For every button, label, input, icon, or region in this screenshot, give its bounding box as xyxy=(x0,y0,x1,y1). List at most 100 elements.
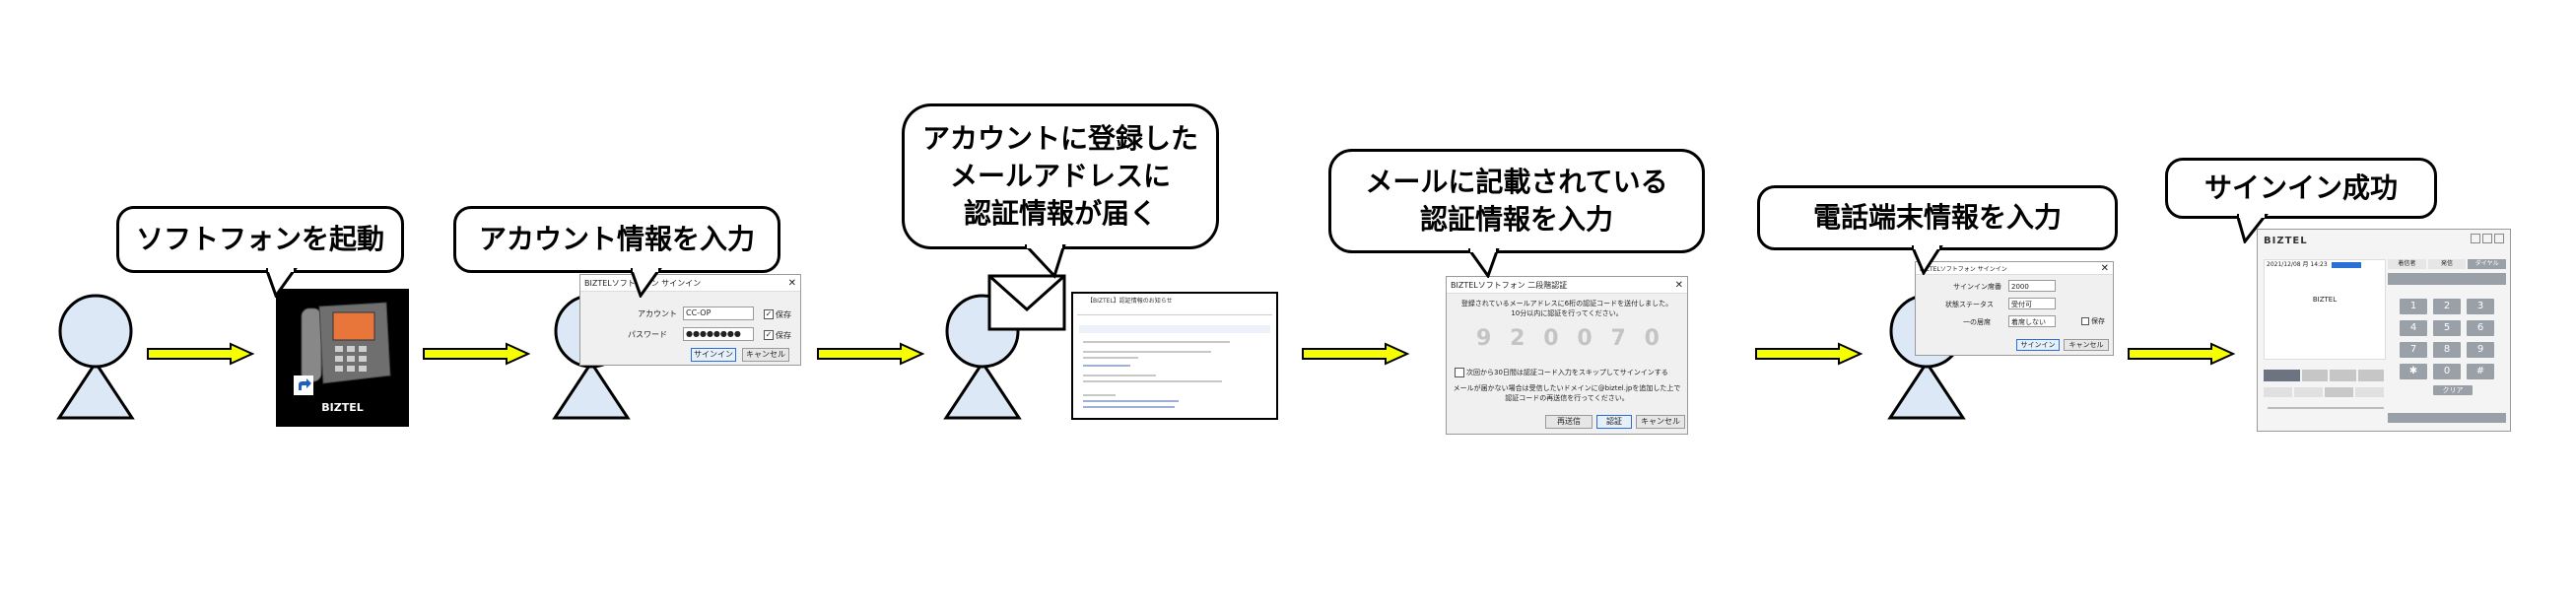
password-label: パスワード xyxy=(628,330,667,339)
bubble-text: ソフトフォンを起動 xyxy=(135,223,384,255)
history-panel: 2021/12/08 月 14:23 BIZTEL xyxy=(2264,259,2386,360)
clear-button[interactable]: クリア xyxy=(2433,385,2473,395)
resend-button[interactable]: 再送信 xyxy=(1545,415,1593,429)
action-row xyxy=(2264,370,2384,381)
skip-label: 次回から30日間は認証コード入力をスキップしてサインインする xyxy=(1466,369,1668,376)
dial-key-8[interactable]: 8 xyxy=(2433,342,2461,358)
person-icon xyxy=(56,294,135,420)
cancel-button[interactable]: キャンセル xyxy=(1636,415,1685,429)
speech-bubble-step-2: アカウント情報を入力 xyxy=(453,206,780,273)
bubble-text: 電話端末情報を入力 xyxy=(1812,201,2062,234)
bubble-text: アカウントに登録した メールアドレスに 認証情報が届く xyxy=(921,122,1198,230)
email-header-bar xyxy=(1077,307,1272,315)
bubble-tail xyxy=(266,268,298,298)
speech-bubble-step-5: 電話端末情報を入力 xyxy=(1757,185,2118,250)
flow-arrow-6 xyxy=(2128,342,2236,366)
cancel-button[interactable]: キャンセル xyxy=(742,348,789,362)
dial-key-hash[interactable]: # xyxy=(2467,364,2494,379)
bubble-tail xyxy=(1912,245,1943,275)
email-banner xyxy=(1079,325,1270,333)
cancel-button[interactable]: キャンセル xyxy=(2064,339,2109,351)
app-icon-label: BIZTEL xyxy=(321,401,364,414)
speech-bubble-step-4: メールに記載されている 認証情報を入力 xyxy=(1328,149,1705,253)
flow-arrow-3 xyxy=(817,342,925,366)
skip-checkbox[interactable] xyxy=(1455,368,1464,377)
tab-outgoing[interactable]: 発信 xyxy=(2427,259,2467,269)
center-label: BIZTEL xyxy=(2312,296,2338,304)
email-subject: 【BIZTEL】認証情報のお知らせ xyxy=(1087,298,1173,305)
flow-arrow-2 xyxy=(423,342,531,366)
flow-arrow-5 xyxy=(1755,342,1864,366)
device-dialog-title: BIZTELソフトフォン サインイン xyxy=(1920,265,2007,273)
auth-note: メールが届かない場合は受信したいドメインに@biztel.jpを追加した上で 認… xyxy=(1453,384,1681,402)
code-digit: 9 xyxy=(1476,326,1492,351)
desk-phone-icon xyxy=(301,302,391,384)
envelope-icon xyxy=(987,274,1066,331)
save-checkbox[interactable] xyxy=(2081,317,2089,325)
dial-key-9[interactable]: 9 xyxy=(2467,342,2494,358)
tab-bar: 着信者 発信 ダイヤル xyxy=(2388,259,2507,269)
close-icon[interactable]: ✕ xyxy=(1674,279,1683,291)
seat-label: サインイン席番 xyxy=(1953,283,2001,291)
sub-row xyxy=(2264,387,2384,397)
code-digit: 0 xyxy=(1644,326,1660,351)
save-account-checkbox[interactable]: ✓ xyxy=(764,309,774,319)
volume-slider[interactable] xyxy=(2268,407,2384,409)
softphone-logo: BIZTEL xyxy=(2264,236,2308,246)
absent-label: 一の居席 xyxy=(1963,318,1991,326)
bubble-text: サインイン成功 xyxy=(2203,171,2398,204)
signin-dialog: BIZTELソフトフォン サインイン✕ アカウント CC-OP ✓ 保存 パスワ… xyxy=(579,274,801,366)
auth-code-display: 9 2 0 0 7 0 xyxy=(1476,326,1660,351)
account-label: アカウント xyxy=(638,309,677,318)
speech-bubble-step-6: サインイン成功 xyxy=(2165,158,2437,219)
bubble-text: アカウント情報を入力 xyxy=(478,223,755,255)
account-field[interactable]: CC-OP xyxy=(683,307,754,320)
bubble-tail xyxy=(1468,248,1500,278)
dial-key-6[interactable]: 6 xyxy=(2467,320,2494,336)
auth-message: 登録されているメールアドレスに6桁の認証コードを送付しました。 10分以内に認証… xyxy=(1460,300,1673,317)
speech-bubble-step-1: ソフトフォンを起動 xyxy=(116,206,404,273)
seat-select[interactable]: 2000 xyxy=(2008,280,2056,292)
two-factor-dialog: BIZTELソフトフォン 二段階認証 ✕ 登録されているメールアドレスに6桁の認証… xyxy=(1446,276,1688,435)
bubble-tail xyxy=(1025,244,1066,279)
absent-select[interactable]: 着席しない xyxy=(2008,315,2056,327)
close-icon[interactable]: ✕ xyxy=(2100,262,2109,274)
email-body-lines xyxy=(1083,341,1266,408)
status-label: 状態ステータス xyxy=(1945,301,1994,308)
dial-key-4[interactable]: 4 xyxy=(2400,320,2427,336)
speech-bubble-step-3: アカウントに登録した メールアドレスに 認証情報が届く xyxy=(902,103,1219,249)
softphone-window: BIZTEL 2021/12/08 月 14:23 BIZTEL 着信者 発信 … xyxy=(2257,229,2511,432)
dial-key-0[interactable]: 0 xyxy=(2433,364,2461,379)
signin-button[interactable]: サインイン xyxy=(691,348,736,362)
shortcut-arrow-icon xyxy=(294,375,313,395)
dial-key-7[interactable]: 7 xyxy=(2400,342,2427,358)
verify-button[interactable]: 認証 xyxy=(1596,415,1632,429)
bubble-text: メールに記載されている 認証情報を入力 xyxy=(1365,166,1668,236)
save-password-checkbox[interactable]: ✓ xyxy=(764,330,774,340)
bubble-tail xyxy=(2237,214,2269,243)
bottom-bar xyxy=(2388,413,2506,423)
email-window: 【BIZTEL】認証情報のお知らせ xyxy=(1071,292,1278,420)
code-digit: 7 xyxy=(1610,326,1626,351)
dial-key-star[interactable]: ✱ xyxy=(2400,364,2427,379)
code-digit: 0 xyxy=(1543,326,1559,351)
code-digit: 0 xyxy=(1577,326,1593,351)
dial-key-1[interactable]: 1 xyxy=(2400,299,2427,314)
save-label: 保存 xyxy=(776,331,791,340)
date-bar: 2021/12/08 月 14:23 xyxy=(2265,260,2385,270)
flow-arrow-1 xyxy=(147,342,255,366)
softphone-app-icon[interactable]: BIZTEL xyxy=(276,289,409,427)
flow-arrow-4 xyxy=(1302,342,1410,366)
tab-dial[interactable]: ダイヤル xyxy=(2468,259,2507,269)
dial-key-3[interactable]: 3 xyxy=(2467,299,2494,314)
password-field[interactable]: ●●●●●●●● xyxy=(683,327,754,341)
dial-key-2[interactable]: 2 xyxy=(2433,299,2461,314)
two-factor-dialog-title: BIZTELソフトフォン 二段階認証 xyxy=(1451,280,1568,290)
dial-display[interactable] xyxy=(2388,273,2506,285)
tab-incoming[interactable]: 着信者 xyxy=(2388,259,2426,269)
status-select[interactable]: 受付可 xyxy=(2008,298,2056,309)
dial-key-5[interactable]: 5 xyxy=(2433,320,2461,336)
close-icon[interactable]: ✕ xyxy=(787,277,796,289)
signin-button[interactable]: サインイン xyxy=(2016,339,2060,351)
device-dialog: BIZTELソフトフォン サインイン ✕ サインイン席番 2000 状態ステータス… xyxy=(1915,261,2114,356)
